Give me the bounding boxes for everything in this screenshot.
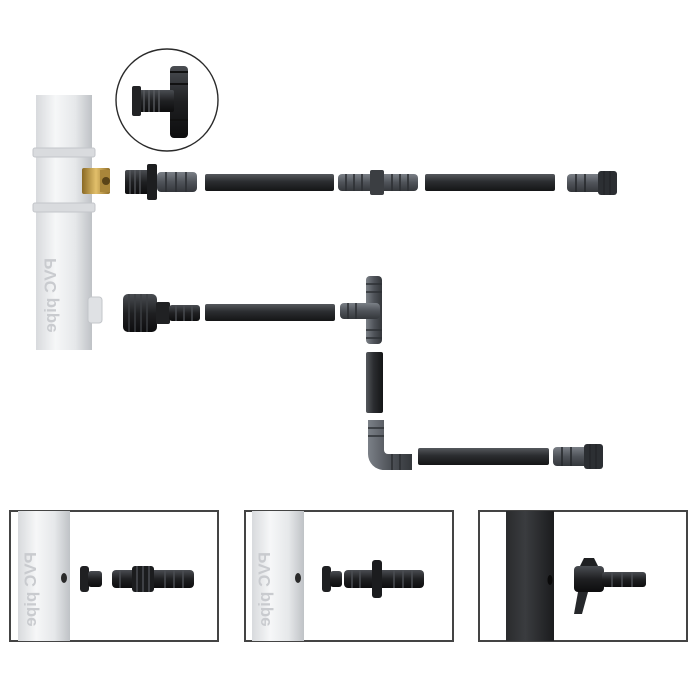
panel-2-pipe-label: PVC pipe <box>255 552 274 627</box>
elbow-connector-icon <box>368 420 412 470</box>
detail-panel-start-connector: PVC pipe <box>244 510 454 642</box>
detail-panel-valve <box>478 510 688 642</box>
drip-tube-segment-icon <box>366 352 383 413</box>
barbed-start-connector-icon <box>112 566 194 592</box>
detail-panel-grommet: PVC pipe <box>9 510 219 642</box>
main-pvc-pipe: PVC pipe <box>32 95 103 350</box>
grommet-icon <box>322 566 342 592</box>
grommet-icon <box>80 566 102 592</box>
barbed-coupling-icon <box>338 170 418 195</box>
faucet-adapter-icon <box>123 294 200 332</box>
panel-1-pipe-label: PVC pipe <box>21 552 40 627</box>
threaded-tee-connector-icon <box>125 164 197 200</box>
barbed-start-connector-icon <box>344 560 424 598</box>
drip-tube-segment-icon <box>205 174 334 191</box>
main-pipe-label: PVC pipe <box>41 258 60 333</box>
valve-connector-icon <box>574 558 646 614</box>
brass-insert-icon <box>82 168 110 194</box>
end-plug-icon <box>567 171 617 195</box>
drip-tube-segment-icon <box>418 448 549 465</box>
drip-tube-segment-icon <box>425 174 555 191</box>
tee-fitting-zoom-icon <box>115 48 219 152</box>
tee-connector-icon <box>340 276 382 344</box>
end-plug-icon <box>553 444 603 469</box>
drip-tube-segment-icon <box>205 304 335 321</box>
